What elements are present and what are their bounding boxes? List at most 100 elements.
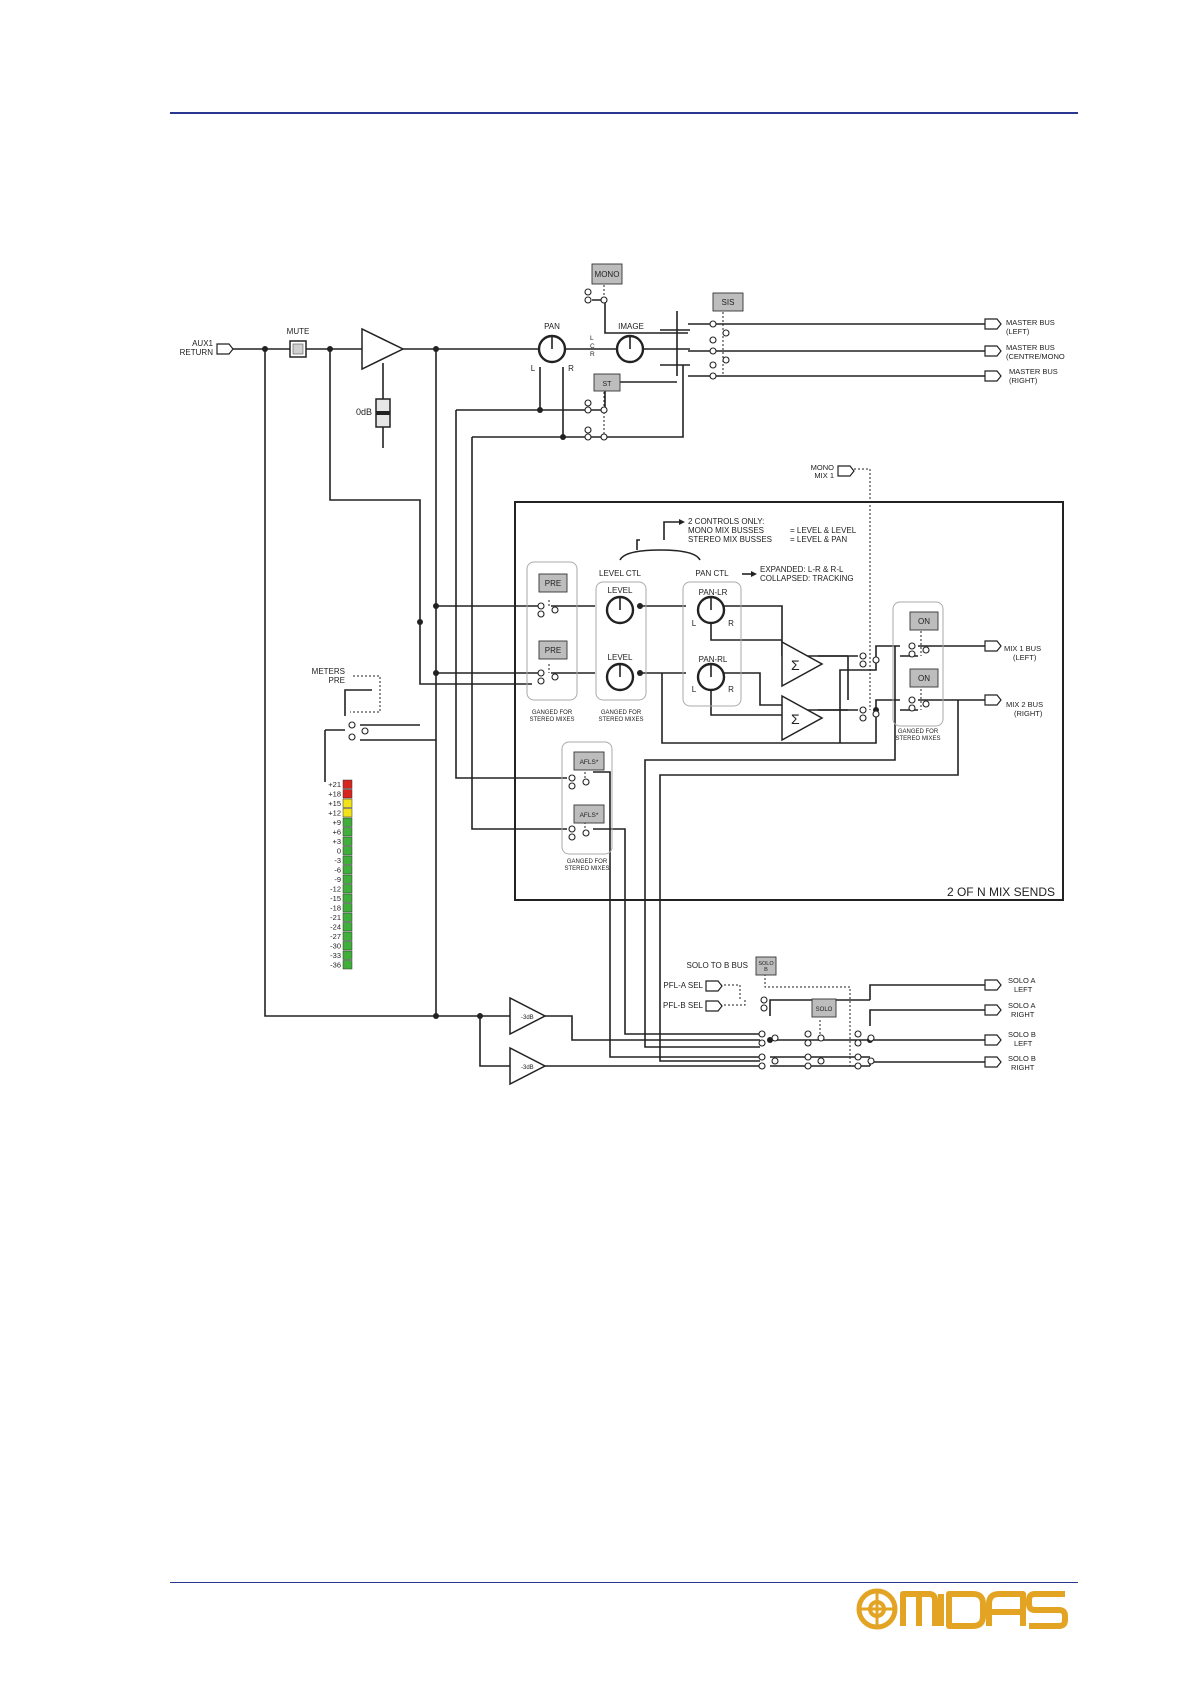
meter-segment (342, 865, 353, 875)
on-button-1[interactable]: ON (909, 611, 939, 631)
aux-return-input: AUX1 RETURN (180, 339, 234, 357)
wiring (232, 299, 985, 1067)
svg-text:(CENTRE/MONO: (CENTRE/MONO (1006, 352, 1065, 361)
svg-text:PRE: PRE (329, 676, 345, 685)
meter-scale-label: -12 (330, 885, 341, 894)
svg-text:METERS: METERS (312, 667, 345, 676)
solo-a-right-output: SOLO A RIGHT (984, 1001, 1036, 1019)
solo-amp-2: -3dB (509, 1046, 547, 1086)
pfl-a-input (705, 980, 723, 992)
summer-1: Σ (781, 640, 824, 688)
svg-text:SOLO B: SOLO B (1008, 1054, 1036, 1063)
meter-segment (342, 827, 353, 837)
meter-segment (342, 931, 353, 941)
st-button[interactable]: ST (593, 373, 621, 392)
svg-text:PRE: PRE (545, 579, 561, 588)
meter-segment (342, 950, 353, 960)
solo-amp-1: -3dB (509, 996, 547, 1036)
svg-text:MASTER BUS: MASTER BUS (1006, 343, 1055, 352)
mix1-bus-output: MIX 1 BUS (LEFT) (984, 640, 1041, 662)
solo-section: SOLO TO B BUS PFL-A SEL PFL-B SEL (663, 961, 748, 1012)
meter-segment (342, 855, 353, 865)
svg-text:Σ: Σ (791, 711, 800, 727)
meter-scale-label: +6 (332, 828, 341, 837)
header-rule (170, 112, 1078, 114)
master-bus-centre-output: MASTER BUS (CENTRE/MONO (984, 343, 1065, 361)
svg-text:LEVEL: LEVEL (608, 653, 633, 662)
svg-text:MIX 1 BUS: MIX 1 BUS (1004, 644, 1041, 653)
meter-scale-label: -3 (334, 856, 341, 865)
footer-rule (170, 1582, 1078, 1583)
meter-scale-label: +12 (328, 809, 341, 818)
meter-scale-label: +18 (328, 790, 341, 799)
level-knob-2[interactable]: LEVEL (605, 653, 635, 692)
pan-lr-knob[interactable]: PAN-LR L R (692, 588, 734, 628)
pre-button-1[interactable]: PRE (538, 573, 568, 593)
fader-label: 0dB (356, 407, 372, 417)
svg-text:MASTER BUS: MASTER BUS (1006, 318, 1055, 327)
meter-segment (342, 798, 353, 808)
mute-button[interactable]: MUTE (287, 327, 310, 358)
mono-button[interactable]: MONO (591, 263, 623, 285)
svg-text:SOLO A: SOLO A (1008, 1001, 1036, 1010)
meter-scale-label: +3 (332, 837, 341, 846)
svg-text:SIS: SIS (722, 298, 735, 307)
mono-mix-input: MONO MIX 1 (811, 463, 855, 480)
pre-button-2[interactable]: PRE (538, 640, 568, 660)
svg-text:(LEFT): (LEFT) (1006, 327, 1030, 336)
sis-button[interactable]: SIS (712, 292, 744, 312)
svg-text:L: L (692, 619, 697, 628)
svg-text:L: L (692, 685, 697, 694)
svg-text:(RIGHT): (RIGHT) (1014, 709, 1043, 718)
meter-scale-label: -24 (330, 923, 341, 932)
fader[interactable]: 0dB (356, 398, 391, 448)
svg-text:IMAGE: IMAGE (618, 322, 644, 331)
control-notes: 2 CONTROLS ONLY: MONO MIX BUSSES = LEVEL… (619, 517, 857, 583)
svg-text:-3dB: -3dB (521, 1015, 534, 1021)
level-ctl-label: LEVEL CTL (599, 569, 641, 578)
afl-button-1[interactable]: AFLS* (573, 751, 605, 771)
svg-text:MONO: MONO (595, 270, 620, 279)
pan-knob[interactable]: PAN L R (531, 322, 574, 373)
svg-text:PAN: PAN (544, 322, 560, 331)
svg-text:R: R (568, 364, 574, 373)
svg-text:SOLO B: SOLO B (1008, 1030, 1036, 1039)
svg-text:LEFT: LEFT (1014, 1039, 1033, 1048)
level-knob-1[interactable]: LEVEL (605, 586, 635, 625)
note-pan-modes: EXPANDED: L-R & R-L (760, 565, 844, 574)
pan-rl-knob[interactable]: PAN-RL L R (692, 655, 734, 694)
on-button-2[interactable]: ON (909, 668, 939, 688)
meter-scale-label: -27 (330, 932, 341, 941)
svg-text:LEVEL: LEVEL (608, 586, 633, 595)
meter-scale-label: -36 (330, 961, 341, 970)
svg-text:AFLS*: AFLS* (580, 812, 599, 819)
meter-segment (342, 817, 353, 827)
switch-contacts (348, 288, 930, 1070)
meter-segment (342, 912, 353, 922)
svg-text:(LEFT): (LEFT) (1013, 653, 1037, 662)
svg-text:STEREO MIX BUSSES: STEREO MIX BUSSES (688, 535, 772, 544)
svg-text:MIX 1: MIX 1 (814, 471, 834, 480)
pfl-a-label: PFL-A SEL (663, 981, 703, 990)
summer-2: Σ (781, 694, 824, 742)
svg-text:PAN-LR: PAN-LR (699, 588, 728, 597)
svg-text:AFLS*: AFLS* (580, 759, 599, 766)
meter-scale-label: -18 (330, 904, 341, 913)
afl-button-2[interactable]: AFLS* (573, 804, 605, 824)
solo-b-left-output: SOLO B LEFT (984, 1030, 1036, 1048)
svg-text:-3dB: -3dB (521, 1065, 534, 1071)
mute-label: MUTE (287, 327, 310, 336)
solo-button[interactable]: SOLO (811, 998, 837, 1018)
svg-text:PRE: PRE (545, 646, 561, 655)
meter-segment (342, 846, 353, 856)
